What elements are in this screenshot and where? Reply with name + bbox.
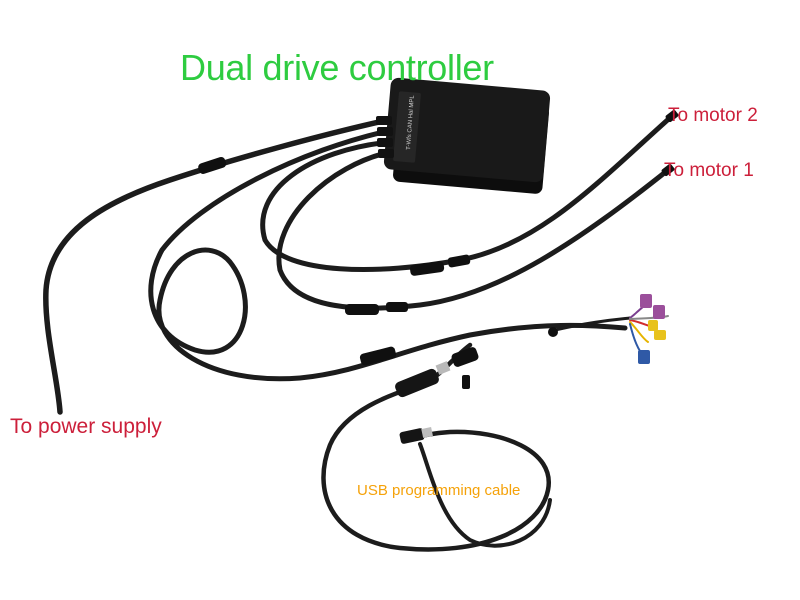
joint-connector-motor1b [386, 302, 408, 312]
motor-1-plug [661, 163, 675, 177]
small-plug-pair [462, 375, 470, 389]
controller-port-labels: T-Wfs CAN Hal MPL [406, 95, 416, 151]
controller-cable-exit-3 [377, 138, 393, 147]
motor-2-cable [260, 113, 675, 273]
controller-cable-exit-1 [376, 116, 392, 125]
label-to-motor-1: To motor 1 [664, 160, 754, 181]
joint-connector-usb-split [451, 347, 479, 367]
dual-drive-controller-box [383, 77, 551, 194]
label-usb-programming-cable: USB programming cable [357, 482, 521, 499]
controller-cable-exit-2 [377, 127, 393, 136]
usb-cable-loop [418, 442, 552, 548]
connector-yellow-bottom [654, 330, 666, 340]
label-to-motor-2: To motor 2 [668, 105, 758, 126]
loop-cable [148, 127, 628, 382]
connector-purple-right [653, 305, 665, 319]
joint-connector-motor2b [447, 254, 471, 268]
connector-purple-top [640, 294, 652, 308]
motor-2-plug [665, 109, 679, 123]
joint-connector-loop [359, 346, 397, 366]
controller-cable-exit-4 [378, 149, 394, 158]
joint-connector-motor1 [345, 304, 379, 315]
connector-yellow-top [648, 320, 658, 331]
joint-connector-motor2 [409, 261, 445, 276]
usb-plug-b-icon [399, 427, 433, 444]
connector-blue [638, 350, 650, 364]
usb-plug-a-icon [395, 361, 451, 398]
label-to-power-supply: To power supply [10, 415, 162, 438]
joint-connector-power [198, 156, 227, 174]
photo-title: Dual drive controller [180, 47, 494, 88]
power-supply-cable [43, 117, 391, 415]
breakout-wire-bundle [553, 316, 632, 332]
breakout-wire-c [629, 321, 649, 343]
cable-tie [548, 327, 558, 337]
